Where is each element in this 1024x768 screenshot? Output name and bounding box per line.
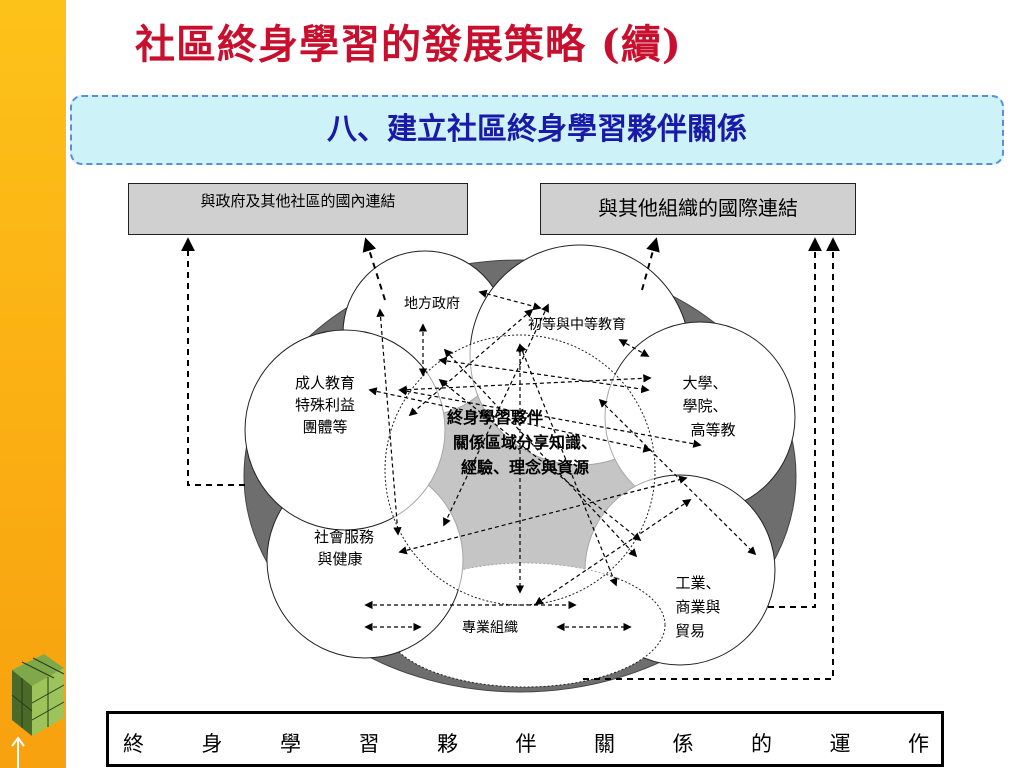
bottom-char: 夥 xyxy=(437,732,458,756)
bottom-char: 身 xyxy=(201,732,223,756)
international-link-box: 與其他組織的國際連結 xyxy=(540,183,856,235)
label-local-government: 地方政府 xyxy=(404,296,460,312)
bottom-char: 習 xyxy=(358,732,380,756)
bottom-char: 係 xyxy=(672,732,694,756)
bottom-char: 終 xyxy=(123,732,144,756)
center-text-3: 經驗、理念與資源 xyxy=(461,458,589,477)
label-university-2: 學院、 xyxy=(682,397,727,415)
label-social-service-1: 社會服務 xyxy=(314,528,374,546)
bottom-char: 關 xyxy=(594,732,615,756)
external-connectors xyxy=(181,237,840,680)
label-industry-3: 貿易 xyxy=(675,622,705,640)
label-social-service-2: 與健康 xyxy=(317,550,362,568)
label-industry-2: 商業與 xyxy=(675,598,720,616)
bottom-banner-inner: 終 身 學 習 夥 伴 關 係 的 運 作 xyxy=(108,713,942,765)
sidebar-decoration xyxy=(0,0,66,768)
subtitle-text: 八、建立社區終身學習夥伴關係 xyxy=(327,112,747,147)
bottom-char: 學 xyxy=(280,732,301,756)
label-adult-ed-2: 特殊利益 xyxy=(295,396,355,414)
label-adult-ed-1: 成人教育 xyxy=(295,374,355,392)
bottom-char: 的 xyxy=(751,732,772,756)
bottom-char: 伴 xyxy=(515,732,537,756)
domestic-link-box: 與政府及其他社區的國內連結 xyxy=(128,183,468,235)
label-university-1: 大學、 xyxy=(682,374,727,392)
center-text-1: 終身學習夥伴 xyxy=(447,408,543,427)
bottom-banner: 終 身 學 習 夥 伴 關 係 的 運 作 xyxy=(106,711,944,767)
page-title: 社區終身學習的發展策略 (續) xyxy=(135,21,682,68)
bottom-char: 運 xyxy=(829,732,851,756)
subtitle-banner: 八、建立社區終身學習夥伴關係 xyxy=(70,95,1004,165)
internal-connectors xyxy=(364,289,757,632)
label-primary-secondary: 初等與中等教育 xyxy=(528,316,626,333)
label-university-3: 高等教 xyxy=(690,421,735,439)
bottom-char: 作 xyxy=(908,732,929,756)
label-professional: 專業組織 xyxy=(462,620,518,636)
bottom-banner-text: 終 身 學 習 夥 伴 關 係 的 運 作 xyxy=(123,728,929,758)
label-adult-ed-3: 團體等 xyxy=(302,418,347,436)
center-text-2: 關係區域分享知識、 xyxy=(453,433,597,452)
rubik-cube-icon xyxy=(11,654,65,768)
label-industry-1: 工業、 xyxy=(675,574,720,592)
